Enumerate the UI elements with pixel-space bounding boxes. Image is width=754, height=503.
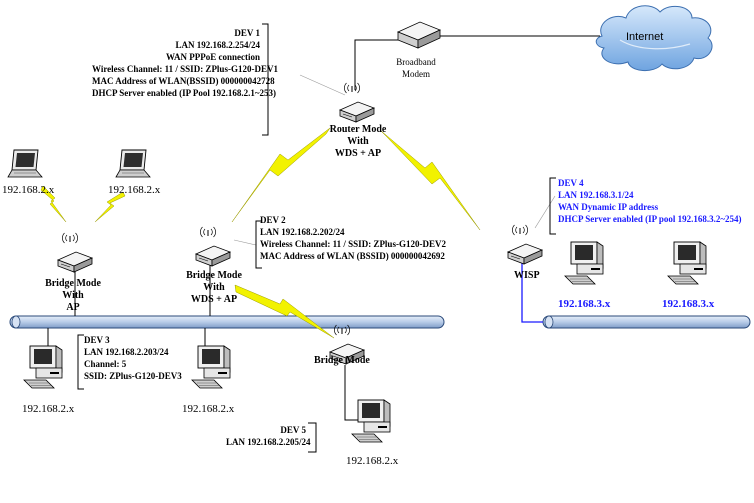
dev2-label-line: Bridge Mode [186,270,242,281]
dev2-line: DEV 2 [260,215,286,225]
modem-label: Broadband Modem [386,56,446,80]
dev2-label-line: WDS + AP [190,294,238,305]
dev3-label: Bridge Mode With AP [38,278,108,314]
dev2-label: Bridge Mode With WDS + AP [176,270,252,306]
pc-icon [23,345,63,389]
dev4-line: DEV 4 [558,178,584,188]
dev5-info: DEV 5 LAN 192.168.2.205/24 [226,424,311,448]
internet-label: Internet [626,31,664,43]
pc-dev3-left-ip: 192.168.2.x [22,403,75,415]
modem-label-line: Broadband [396,57,436,67]
router-label-line: With [347,136,369,147]
laptop2-ip: 192.168.2.x [108,184,161,196]
dev3-line: DEV 3 [84,335,110,345]
antenna-icon [511,224,529,236]
dev2-line: LAN 192.168.2.202/24 [260,227,345,237]
pc-wisp-1-ip: 192.168.3.x [558,298,611,310]
internet-cloud [595,5,713,71]
dev4-line: LAN 192.168.3.1/24 [558,190,634,200]
dev3-device [57,251,93,273]
pc-icon [351,399,391,443]
antenna-icon [343,82,361,94]
dev1-line: DEV 1 [234,28,260,38]
pc-dev3-right-ip: 192.168.2.x [182,403,235,415]
modem-device [397,21,441,49]
pc-wisp-2-ip: 192.168.3.x [662,298,715,310]
dev1-info: DEV 1 LAN 192.168.2.254/24 WAN PPPoE con… [92,27,278,99]
dev2-label-line: With [203,282,225,293]
dev4-line: DHCP Server enabled (IP pool 192.168.3.2… [558,214,742,224]
router-label-line: WDS + AP [334,148,382,159]
dev1-line: LAN 192.168.2.254/24 [175,40,260,50]
dev4-device [507,243,543,265]
dev5-line: DEV 5 [280,425,306,435]
pc-icon [191,345,231,389]
modem-label-line: Modem [402,69,430,79]
wired-links [47,35,600,421]
pc-icon [564,241,604,285]
dev1-line: DHCP Server enabled (IP Pool 192.168.2.1… [92,88,277,98]
dev3-label-line: Bridge Mode [45,278,101,289]
dev1-line: MAC Address of WLAN(BSSID) 000000042728 [92,76,275,86]
dev4-info: DEV 4 LAN 192.168.3.1/24 WAN Dynamic IP … [558,177,742,225]
dev4-line: WAN Dynamic IP address [558,202,659,212]
dev3-line: Channel: 5 [84,359,127,369]
dev3-info: DEV 3 LAN 192.168.2.203/24 Channel: 5 SS… [84,334,182,382]
laptop1-ip: 192.168.2.x [2,184,55,196]
antenna-icon [61,232,79,244]
dev4-label: WISP [514,270,540,281]
dev5-line: LAN 192.168.2.205/24 [226,437,311,447]
router-label-line: Router Mode [329,124,387,135]
dev3-line: SSID: ZPlus-G120-DEV3 [84,371,182,381]
dev2-info: DEV 2 LAN 192.168.2.202/24 Wireless Chan… [260,214,446,262]
dev3-label-line: AP [66,302,80,313]
ethernet-bus-left [9,315,445,329]
info-box-borders [77,23,556,453]
leader-lines [233,74,556,246]
dev2-line: Wireless Channel: 11 / SSID: ZPlus-G120-… [260,239,446,249]
dev3-label-line: With [62,290,84,301]
router-device [339,101,375,123]
wired-links-blue [521,262,543,323]
antenna-icon [199,226,217,238]
dev3-line: LAN 192.168.2.203/24 [84,347,169,357]
wireless-links [40,127,481,339]
pc-dev5-ip: 192.168.2.x [346,455,399,467]
dev1-line: WAN PPPoE connection [166,52,260,62]
laptop-icon [7,149,43,178]
ethernet-bus-right [542,315,751,329]
dev1-line: Wireless Channel: 11 / SSID: ZPlus-G120-… [92,64,278,74]
pc-icon [667,241,707,285]
laptop-icon [115,149,151,178]
dev2-device [195,245,231,267]
router-label: Router Mode With WDS + AP [318,124,398,160]
dev2-line: MAC Address of WLAN (BSSID) 000000042692 [260,251,445,261]
dev5-label: Bridge Mode [314,355,370,366]
